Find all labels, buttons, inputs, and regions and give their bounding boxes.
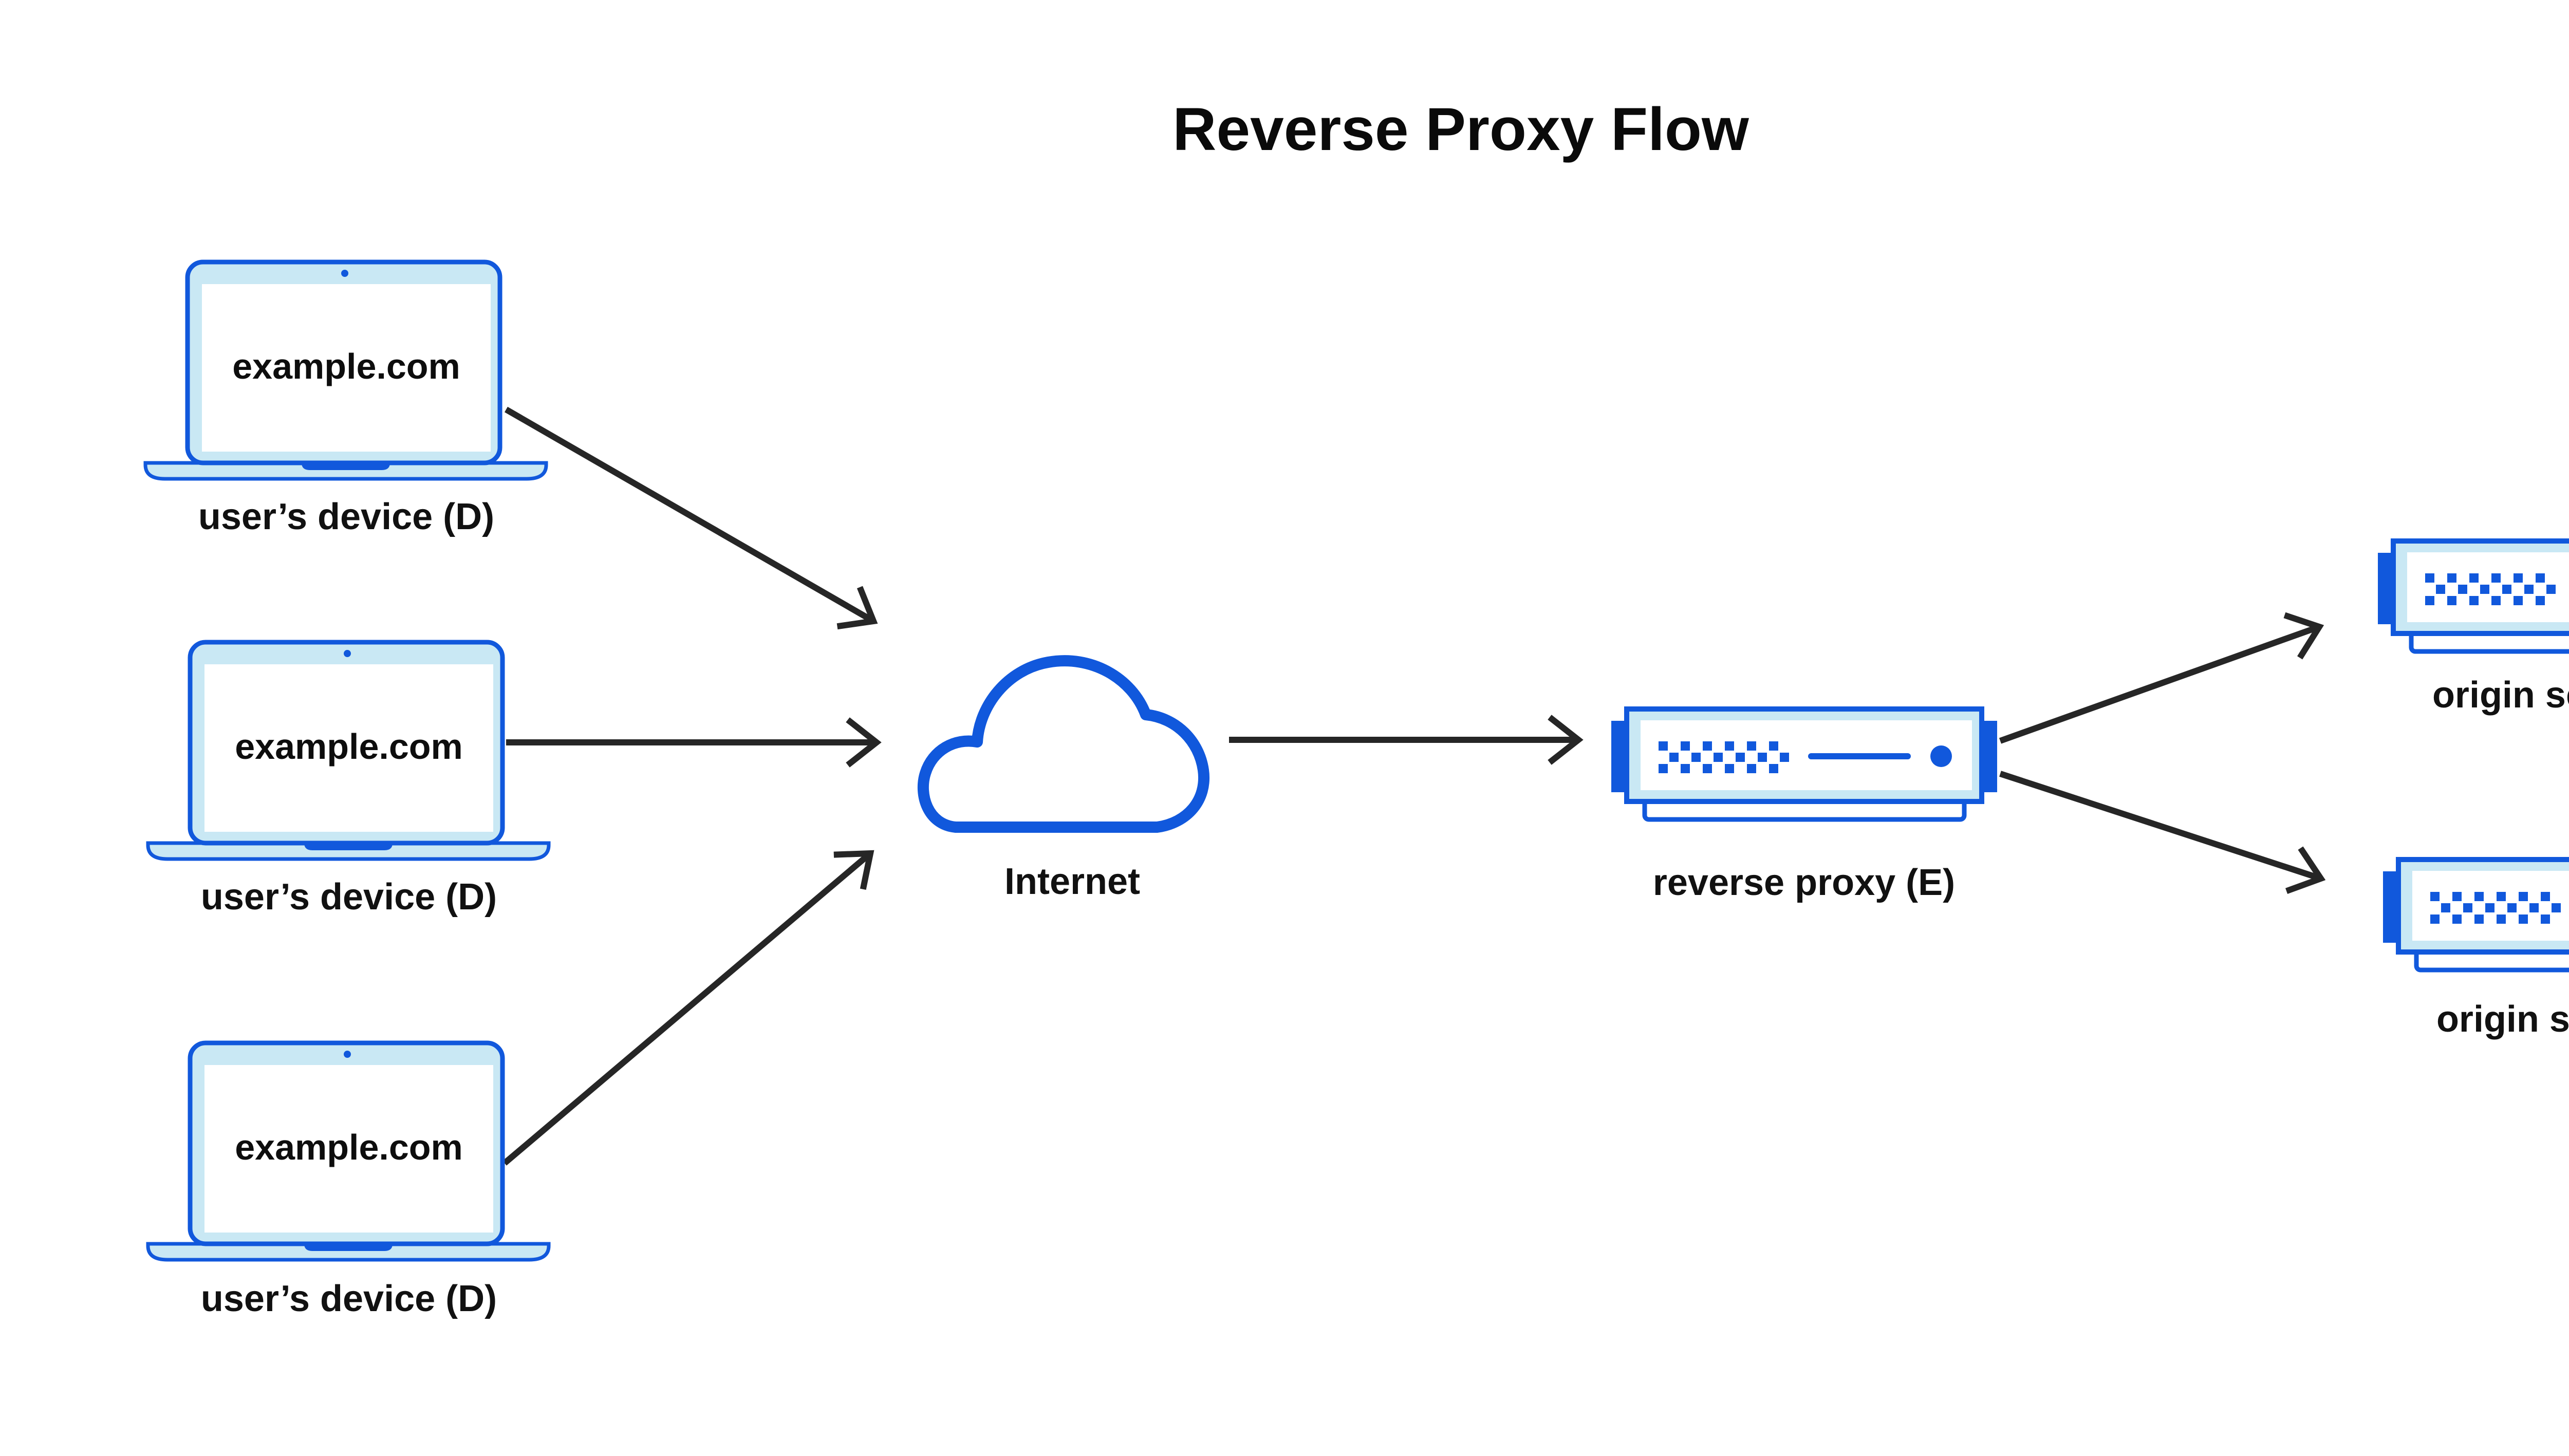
- server-icon: [1611, 709, 1997, 819]
- device-screen-text: example.com: [232, 346, 460, 386]
- cloud-icon: [917, 655, 1209, 833]
- internet-label: Internet: [1004, 861, 1140, 902]
- arrow-device1-to-internet: [505, 406, 878, 630]
- device-screen-text: example.com: [235, 1127, 463, 1167]
- origin-server-label: origin server (F): [2432, 675, 2569, 716]
- device-label: user’s device (D): [201, 876, 497, 918]
- device-label: user’s device (D): [201, 1278, 497, 1319]
- arrow-proxy-to-origin1: [1999, 612, 2324, 744]
- page-title: Reverse Proxy Flow: [1172, 96, 1749, 163]
- origin-server-1: origin server (F): [2378, 541, 2569, 716]
- origin-server-label: origin server (F): [2436, 999, 2569, 1040]
- server-icon: [2383, 860, 2569, 970]
- arrow-device3-to-internet: [502, 850, 874, 1166]
- user-device-1: example.com user’s device (D): [145, 262, 546, 537]
- server-icon: [2378, 541, 2569, 651]
- connection-arrows: [502, 406, 2326, 1166]
- arrow-proxy-to-origin2: [1999, 771, 2326, 894]
- origin-server-2: origin server (F): [2383, 860, 2569, 1040]
- reverse-proxy-label: reverse proxy (E): [1653, 862, 1955, 903]
- user-device-3: example.com user’s device (D): [148, 1043, 549, 1319]
- user-device-2: example.com user’s device (D): [148, 642, 549, 918]
- reverse-proxy-node: reverse proxy (E): [1611, 709, 1997, 903]
- internet-node: Internet: [917, 655, 1209, 902]
- device-screen-text: example.com: [235, 726, 463, 767]
- device-label: user’s device (D): [198, 496, 494, 537]
